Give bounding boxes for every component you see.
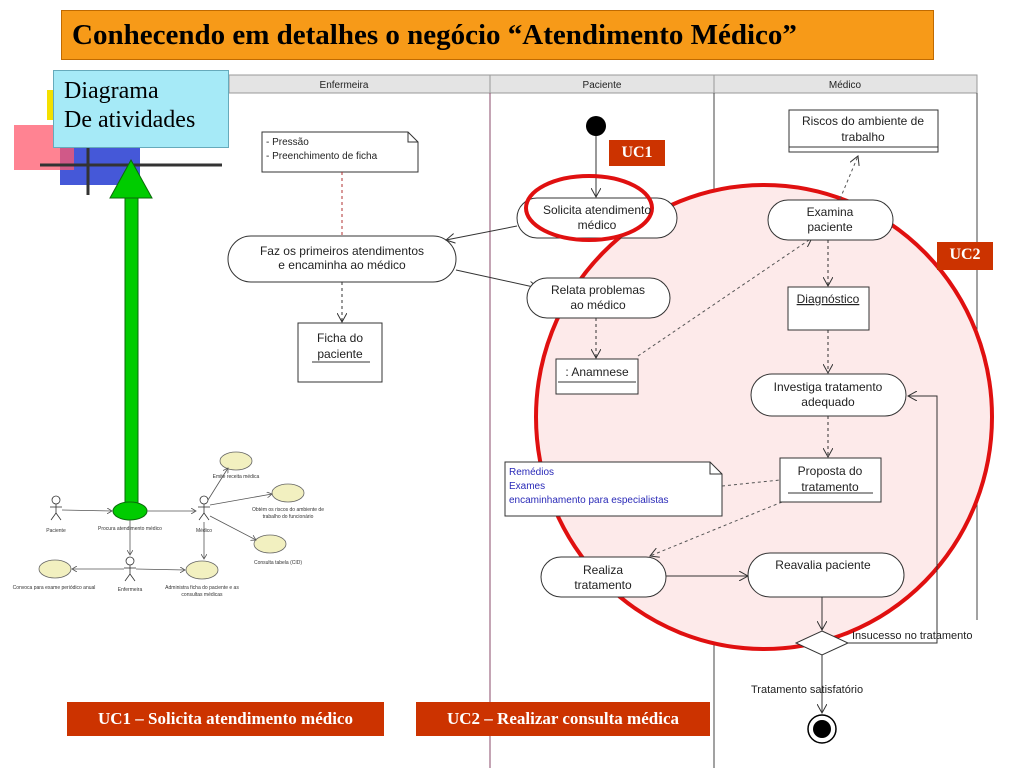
uc-label-convoca: Convoca para exame periódico anual xyxy=(13,585,96,591)
note-enfermeira-text: - Pressão - Preenchimento de ficha xyxy=(266,137,378,162)
actor-stick-figure-icon xyxy=(50,495,62,521)
solicita-line2: médico xyxy=(578,218,617,232)
end-node-core xyxy=(813,720,831,738)
uc-label-consulta: Consulta tabela (CID) xyxy=(254,560,302,566)
slide-title-bar: Conhecendo em detalhes o negócio “Atendi… xyxy=(61,10,934,60)
activity-reavalia-paciente xyxy=(747,552,905,598)
note-paciente-line3: encaminhamento para especialistas xyxy=(509,495,669,506)
solicita-line1: Solicita atendimento xyxy=(543,203,651,217)
start-node-icon xyxy=(586,116,606,136)
note-enfermeira-line2: - Preenchimento de ficha xyxy=(266,151,378,162)
uc-administra-ficha xyxy=(185,560,219,580)
caption-uc2: UC2 – Realizar consulta médica xyxy=(416,702,710,736)
faz-atendimentos-line1: Faz os primeiros atendimentos xyxy=(260,244,424,258)
uc-label-medico: Médico xyxy=(196,528,212,534)
diagram-type-label: Diagrama De atividades xyxy=(53,70,229,148)
note-paciente xyxy=(504,461,723,517)
guard-insucesso: Insucesso no tratamento xyxy=(852,630,972,642)
lane-label-enfermeira: Enfermeira xyxy=(320,80,369,91)
riscos-line2: trabalho xyxy=(841,130,885,144)
object-anamnese xyxy=(555,358,639,395)
investiga-line2: adequado xyxy=(801,395,855,409)
uc-label-obtem-line1: Obtém os riscos do ambiente de xyxy=(252,507,324,513)
examina-line2: paciente xyxy=(807,220,853,234)
ficha-line2: paciente xyxy=(317,347,363,361)
object-ficha-paciente xyxy=(297,322,383,383)
uc1-tag: UC1 xyxy=(609,140,665,166)
uc-label-procura: Procura atendimento médico xyxy=(98,526,162,532)
swimlane-header-labels: Enfermeira Paciente Médico xyxy=(320,80,862,91)
reavalia-label: Reavalia paciente xyxy=(775,558,871,572)
uc-label-paciente: Paciente xyxy=(46,528,66,534)
activity-labels: Faz os primeiros atendimentos e encaminh… xyxy=(260,114,924,592)
diagram-label-line2: De atividades xyxy=(64,107,196,133)
lane-label-medico: Médico xyxy=(829,80,862,91)
swimlane-header xyxy=(228,74,978,94)
flow-examina-to-riscos xyxy=(839,156,858,200)
diagram-label-line1: Diagrama xyxy=(64,78,159,104)
object-diagnostico xyxy=(787,286,870,331)
uc-label-emite: Emite receita médica xyxy=(213,474,260,480)
realiza-line1: Realiza xyxy=(583,563,623,577)
use-case-labels: Paciente Procura atendimento médico Médi… xyxy=(13,474,325,598)
flow-solicita-to-faz xyxy=(446,225,518,240)
object-proposta-tratamento xyxy=(779,457,882,503)
uc-assoc-paciente xyxy=(61,510,112,511)
activity-examina-paciente xyxy=(767,199,894,241)
flow-insucesso-loop xyxy=(848,396,938,644)
note-paciente-text: Remédios Exames encaminhamento para espe… xyxy=(509,467,669,506)
activity-realiza-tratamento xyxy=(540,556,667,598)
flow-anamnese-to-examina xyxy=(637,238,812,357)
diagnostico-label: Diagnóstico xyxy=(797,292,860,306)
uc-label-enfermeira: Enfermeira xyxy=(118,587,143,593)
proposta-line2: tratamento xyxy=(801,480,859,494)
investiga-line1: Investiga tratamento xyxy=(774,380,883,394)
uc-label-administra-line1: Administra ficha do paciente e as xyxy=(165,585,239,591)
uc-associations xyxy=(72,468,272,570)
note-enfermeira xyxy=(261,131,419,173)
proposta-line1: Proposta do xyxy=(798,464,863,478)
actor-enfermeira-icon xyxy=(124,556,136,582)
activity-relata-problemas xyxy=(526,277,671,319)
relata-line2: ao médico xyxy=(570,298,626,312)
ficha-line1: Ficha do xyxy=(317,331,363,345)
dashed-link-note-proposta xyxy=(721,479,781,487)
uc-obtem-riscos xyxy=(271,483,305,503)
faz-atendimentos-line2: e encaminha ao médico xyxy=(278,258,406,272)
caption-uc1: UC1 – Solicita atendimento médico xyxy=(67,702,384,736)
uc-consulta-tabela xyxy=(253,534,287,554)
uc-label-administra-line2: consultas médicas xyxy=(181,592,223,598)
uc-label-obtem-line2: trabalho do funcionário xyxy=(263,514,314,520)
lane-label-paciente: Paciente xyxy=(583,80,622,91)
flow-faz-to-relata xyxy=(455,269,538,288)
note-paciente-line1: Remédios xyxy=(509,467,554,478)
realiza-line2: tratamento xyxy=(574,578,632,592)
examina-line1: Examina xyxy=(807,205,854,219)
riscos-line1: Riscos do ambiente de xyxy=(802,114,924,128)
uc2-tag: UC2 xyxy=(937,242,993,270)
uc-convoca-exame xyxy=(38,559,72,579)
note-paciente-line2: Exames xyxy=(509,481,545,492)
object-riscos-ambiente xyxy=(788,109,939,153)
note-enfermeira-line1: - Pressão xyxy=(266,137,309,148)
relata-line1: Relata problemas xyxy=(551,283,645,297)
uc1-highlight-ellipse xyxy=(524,174,654,242)
uc-procura-atendimento xyxy=(112,501,148,521)
slide-title: Conhecendo em detalhes o negócio “Atendi… xyxy=(72,19,797,51)
guard-labels: Insucesso no tratamento Tratamento satis… xyxy=(751,630,972,696)
green-up-arrow-icon xyxy=(109,158,153,504)
use-case-diagram xyxy=(38,451,305,582)
uc-emite-receita xyxy=(219,451,253,471)
anamnese-label: : Anamnese xyxy=(565,365,629,379)
guard-satisfatorio: Tratamento satisfatório xyxy=(751,684,863,696)
